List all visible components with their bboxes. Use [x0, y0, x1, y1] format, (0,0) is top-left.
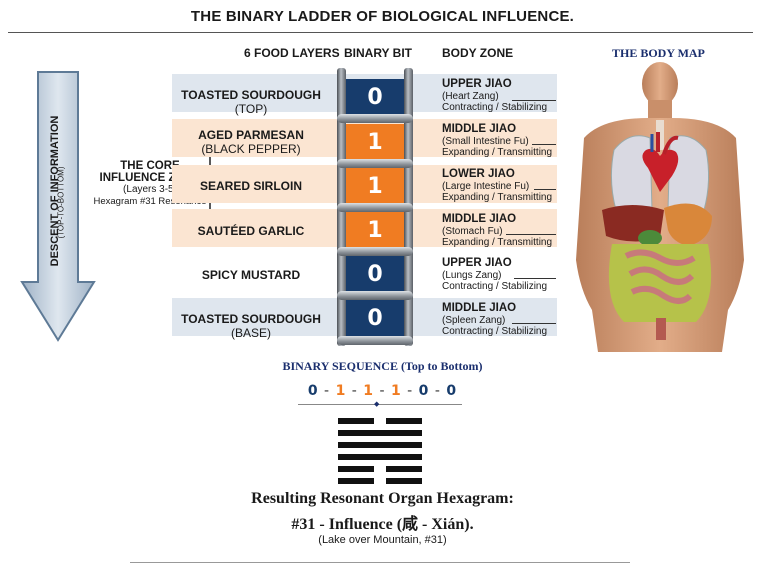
bit-cell-5: 0: [346, 256, 404, 292]
food-layer-4: SAUTÉED GARLIC: [197, 224, 305, 238]
bit-cell-6: 0: [346, 300, 404, 336]
result-hexagram-name: #31 - Influence (咸 - Xián).: [291, 516, 474, 533]
ladder-rung: [337, 159, 413, 168]
leader-line: [534, 189, 556, 190]
leader-line: [512, 100, 556, 101]
arrow-label: DESCENT OF INFORMATION (TOP-TO-BOTTOM): [30, 100, 90, 290]
bit-cell-2: 1: [346, 124, 404, 160]
food-layer-1: TOASTED SOURDOUGH (TOP): [181, 88, 321, 116]
core-zone-line1: THE CORE: [120, 160, 180, 172]
bottom-divider: [130, 562, 630, 563]
core-zone-line3: (Layers 3-5): [123, 184, 177, 195]
food-layer-5: SPICY MUSTARD: [201, 268, 301, 282]
bit-cell-3: 1: [346, 168, 404, 204]
body-zone-1: UPPER JIAO(Heart Zang)Contracting / Stab…: [442, 78, 548, 113]
down-arrow-icon: [20, 71, 96, 342]
bit-cell-4: 1: [346, 212, 404, 248]
bit-cell-1: 0: [346, 79, 404, 115]
sequence-title: BINARY SEQUENCE (Top to Bottom): [282, 359, 483, 373]
body-zone-2: MIDDLE JIAO(Small Intestine Fu)Expanding…: [442, 123, 553, 158]
ladder-rung: [337, 203, 413, 212]
food-layer-3: SEARED SIRLOIN: [199, 179, 302, 193]
hexagram-line-broken: [338, 478, 374, 484]
binary-sequence: 0 - 1 - 1 - 1 - 0 - 0: [307, 383, 458, 399]
core-zone-line4: Hexagram #31 Resonance: [93, 196, 207, 207]
body-zone-4: MIDDLE JIAO(Stomach Fu)Expanding / Trans…: [442, 213, 553, 248]
ladder-rung: [337, 336, 413, 345]
hexagram-line-broken: [386, 418, 422, 424]
food-layer-2: AGED PARMESAN(BLACK PEPPER): [198, 128, 304, 156]
header-body-zone: BODY ZONE: [442, 46, 514, 60]
hexagram-line-broken: [338, 466, 374, 472]
sequence-underline: [298, 404, 462, 405]
hexagram-line-broken: [386, 478, 422, 484]
leader-line: [506, 234, 556, 235]
hexagram-line-broken: [338, 418, 374, 424]
hexagram-figure: [338, 418, 422, 484]
body-zone-3: LOWER JIAO(Large Intestine Fu)Expanding …: [442, 168, 553, 203]
header-body-map: THE BODY MAP: [612, 46, 705, 60]
ladder-rung: [337, 114, 413, 123]
diamond-icon: ◆: [374, 401, 380, 408]
result-heading: Resulting Resonant Organ Hexagram:: [251, 490, 514, 507]
ladder-rung: [337, 247, 413, 256]
body-zone-6: MIDDLE JIAO(Spleen Zang)Contracting / St…: [442, 302, 548, 337]
body-zone-5: UPPER JIAO(Lungs Zang)Contracting / Stab…: [442, 257, 548, 292]
header-food-layers: 6 FOOD LAYERS: [244, 46, 340, 60]
leader-line: [512, 323, 556, 324]
hexagram-line-solid: [338, 430, 422, 436]
page-title: THE BINARY LADDER OF BIOLOGICAL INFLUENC…: [190, 8, 575, 25]
hexagram-line-solid: [338, 454, 422, 460]
leader-line: [514, 278, 556, 279]
anatomy-figure-icon: [576, 62, 744, 352]
hexagram-line-solid: [338, 442, 422, 448]
leader-line: [532, 144, 556, 145]
result-subtitle: (Lake over Mountain, #31): [318, 534, 447, 546]
hexagram-line-broken: [386, 466, 422, 472]
top-divider: [8, 32, 753, 33]
ladder-rung: [337, 291, 413, 300]
arrow-sub-label: (TOP-TO-BOTTOM): [56, 166, 66, 239]
food-layer-6: TOASTED SOURDOUGH (BASE): [181, 312, 321, 340]
header-binary-bit: BINARY BIT: [344, 46, 413, 60]
